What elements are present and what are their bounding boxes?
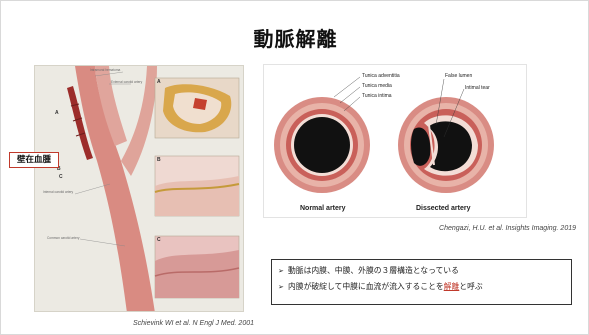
citation-schievink: Schievink WI et al. N Engl J Med. 2001 (133, 320, 254, 327)
label-false-lumen: False lumen (445, 73, 472, 79)
bullet-arrow-icon: ➢ (278, 279, 288, 295)
slide-title: 動脈解離 (1, 23, 589, 52)
panel-letter-a: A (157, 79, 161, 85)
highlight-dissection-term: 解離 (444, 282, 460, 291)
caption-normal-artery: Normal artery (300, 205, 346, 212)
label-intramural-hematoma: Intramural hematoma (90, 68, 120, 72)
caption-dissected-artery: Dissected artery (416, 205, 470, 212)
panel-letter-c: C (157, 237, 161, 243)
bullet-arrow-icon: ➢ (278, 263, 288, 279)
carotid-dissection-illustration: Intramural hematoma External carotid art… (34, 65, 244, 312)
label-tunica-media: Tunica media (362, 83, 392, 89)
bullet-2-text-pre: 内膜が破綻して中膜に血流が流入することを (288, 282, 444, 291)
label-tunica-adventitia: Tunica adventitia (362, 73, 400, 79)
label-intimal-tear: Intimal tear (465, 85, 490, 91)
label-internal-carotid: Internal carotid artery (43, 190, 73, 194)
bullet-line-1: ➢動脈は内膜、中膜、外膜の３層構造となっている (278, 263, 565, 279)
label-tunica-intima: Tunica intima (362, 93, 392, 99)
panel-letter-b: B (157, 157, 161, 163)
label-common-carotid: Common carotid artery (47, 236, 79, 240)
artery-comparison-diagram: Tunica adventitia Tunica media Tunica in… (263, 64, 527, 218)
side-letter-a: A (55, 110, 59, 116)
label-external-carotid: External carotid artery (111, 80, 142, 84)
bullet-1-text: 動脈は内膜、中膜、外膜の３層構造となっている (288, 266, 459, 275)
carotid-artery-drawing (35, 66, 244, 312)
bullet-line-2: ➢内膜が破綻して中膜に血流が流入することを解離と呼ぶ (278, 279, 565, 295)
summary-bullets: ➢動脈は内膜、中膜、外膜の３層構造となっている ➢内膜が破綻して中膜に血流が流入… (271, 259, 572, 305)
intramural-hematoma-callout: 壁在血腫 (9, 152, 59, 168)
bullet-2-text-post: と呼ぶ (459, 282, 482, 291)
citation-chengazi: Chengazi, H.U. et al. Insights Imaging. … (356, 225, 576, 232)
side-letter-c: C (59, 174, 63, 180)
